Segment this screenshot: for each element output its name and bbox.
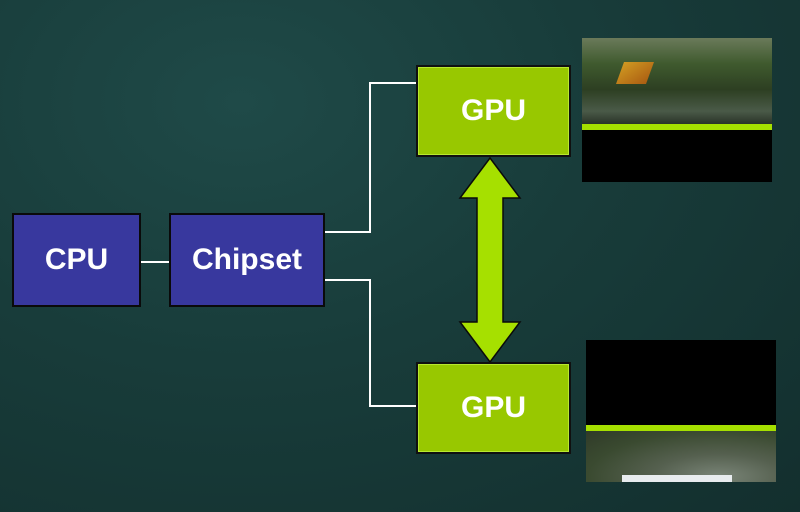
black-region-bottom	[586, 340, 776, 425]
rocky-scene-image	[586, 431, 776, 482]
chipset-label: Chipset	[191, 243, 302, 276]
sli-bidirectional-arrow	[458, 156, 522, 364]
bottom-screen-output	[586, 340, 776, 482]
black-region-top	[582, 130, 772, 182]
gpu-top-label: GPU	[460, 94, 526, 127]
gpu-bottom-node: GPU	[416, 362, 571, 454]
split-line-bottom	[586, 425, 776, 431]
chipset-gpu-top-link	[324, 82, 418, 233]
gpu-bottom-label: GPU	[460, 391, 526, 424]
dragon-figure	[615, 62, 655, 84]
cpu-label: CPU	[44, 243, 109, 276]
cpu-node: CPU	[12, 213, 141, 307]
hud-bar	[622, 475, 732, 482]
gpu-top-node: GPU	[416, 65, 571, 157]
chipset-gpu-bottom-link	[324, 279, 418, 407]
split-line-top	[582, 124, 772, 130]
chipset-node: Chipset	[169, 213, 325, 307]
forest-scene-image	[582, 38, 772, 124]
top-screen-output	[582, 38, 772, 182]
